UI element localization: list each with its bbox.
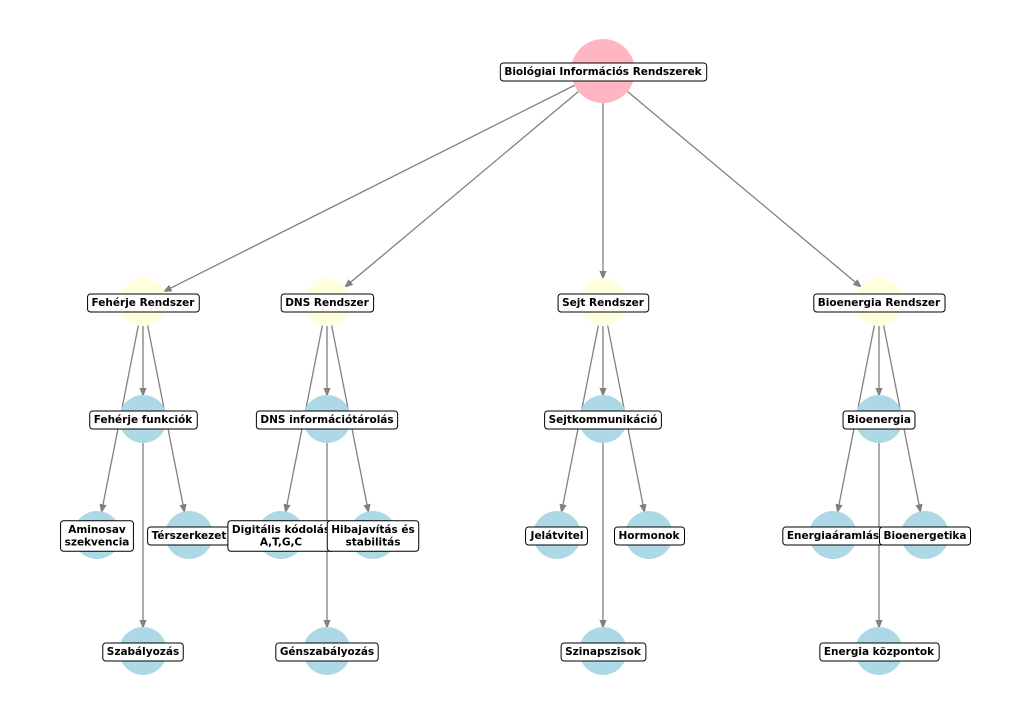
node-label-text: Bioenergia	[847, 414, 911, 426]
node-label-text: Fehérje Rendszer	[92, 297, 196, 309]
node-label-text: Szinapszisok	[565, 646, 642, 658]
node-label-terszerkezet: Térszerkezet	[147, 526, 231, 546]
edge-root-to-dns_rendszer	[343, 91, 579, 288]
node-label-text: Sejtkommunikáció	[549, 414, 658, 426]
node-label-text: Sejt Rendszer	[562, 297, 645, 309]
node-label-genszabalyozas: Génszabályozás	[275, 642, 379, 662]
node-label-text: Energia központok	[824, 646, 935, 658]
node-label-sejtkommunikacio: Sejtkommunikáció	[544, 410, 662, 430]
node-label-energiaaramlas: Energiaáramlás	[782, 526, 884, 546]
node-label-text: Bioenergetika	[883, 530, 966, 542]
node-label-sejt_rendszer: Sejt Rendszer	[557, 293, 650, 313]
node-label-text: DNS Rendszer	[285, 297, 369, 309]
labels-layer: Biológiai Információs RendszerekFehérje …	[60, 62, 972, 662]
node-label-energia_kozpontok: Energia központok	[819, 642, 940, 662]
node-label-szinapszisok: Szinapszisok	[560, 642, 647, 662]
node-label-hormonok: Hormonok	[613, 526, 686, 546]
edges-layer	[99, 84, 923, 629]
node-label-text: Génszabályozás	[280, 646, 374, 658]
node-label-text: DNS információtárolás	[260, 414, 393, 426]
node-label-bioenergetika: Bioenergetika	[878, 526, 972, 546]
node-label-bioenergia_rendszer: Bioenergia Rendszer	[813, 293, 946, 313]
nodes-layer	[73, 39, 949, 675]
edge-root-to-bioenergia_rendszer	[627, 91, 863, 288]
node-label-bioenergia: Bioenergia	[842, 410, 916, 430]
node-label-root: Biológiai Információs Rendszerek	[499, 62, 708, 82]
node-label-text: Térszerkezet	[152, 530, 227, 542]
node-label-szabalyozas: Szabályozás	[102, 642, 184, 662]
node-label-jelatvitel: Jelátvitel	[525, 526, 588, 546]
node-label-text: Jelátvitel	[530, 530, 584, 542]
node-label-text: Energiaáramlás	[787, 530, 879, 542]
node-label-dns_informaciotarolas: DNS információtárolás	[255, 410, 399, 430]
node-label-text: Fehérje funkciók	[94, 414, 194, 426]
node-label-text: Bioenergia Rendszer	[818, 297, 941, 309]
node-label-dns_rendszer: DNS Rendszer	[280, 293, 375, 313]
node-label-text: Szabályozás	[107, 646, 179, 658]
node-label-feherje_rendszer: Fehérje Rendszer	[87, 293, 200, 313]
edge-root-to-feherje_rendszer	[162, 84, 575, 293]
node-label-text: Hormonok	[618, 530, 680, 542]
node-label-feherje_funkciok: Fehérje funkciók	[89, 410, 198, 430]
node-label-text: Biológiai Információs Rendszerek	[504, 66, 702, 78]
